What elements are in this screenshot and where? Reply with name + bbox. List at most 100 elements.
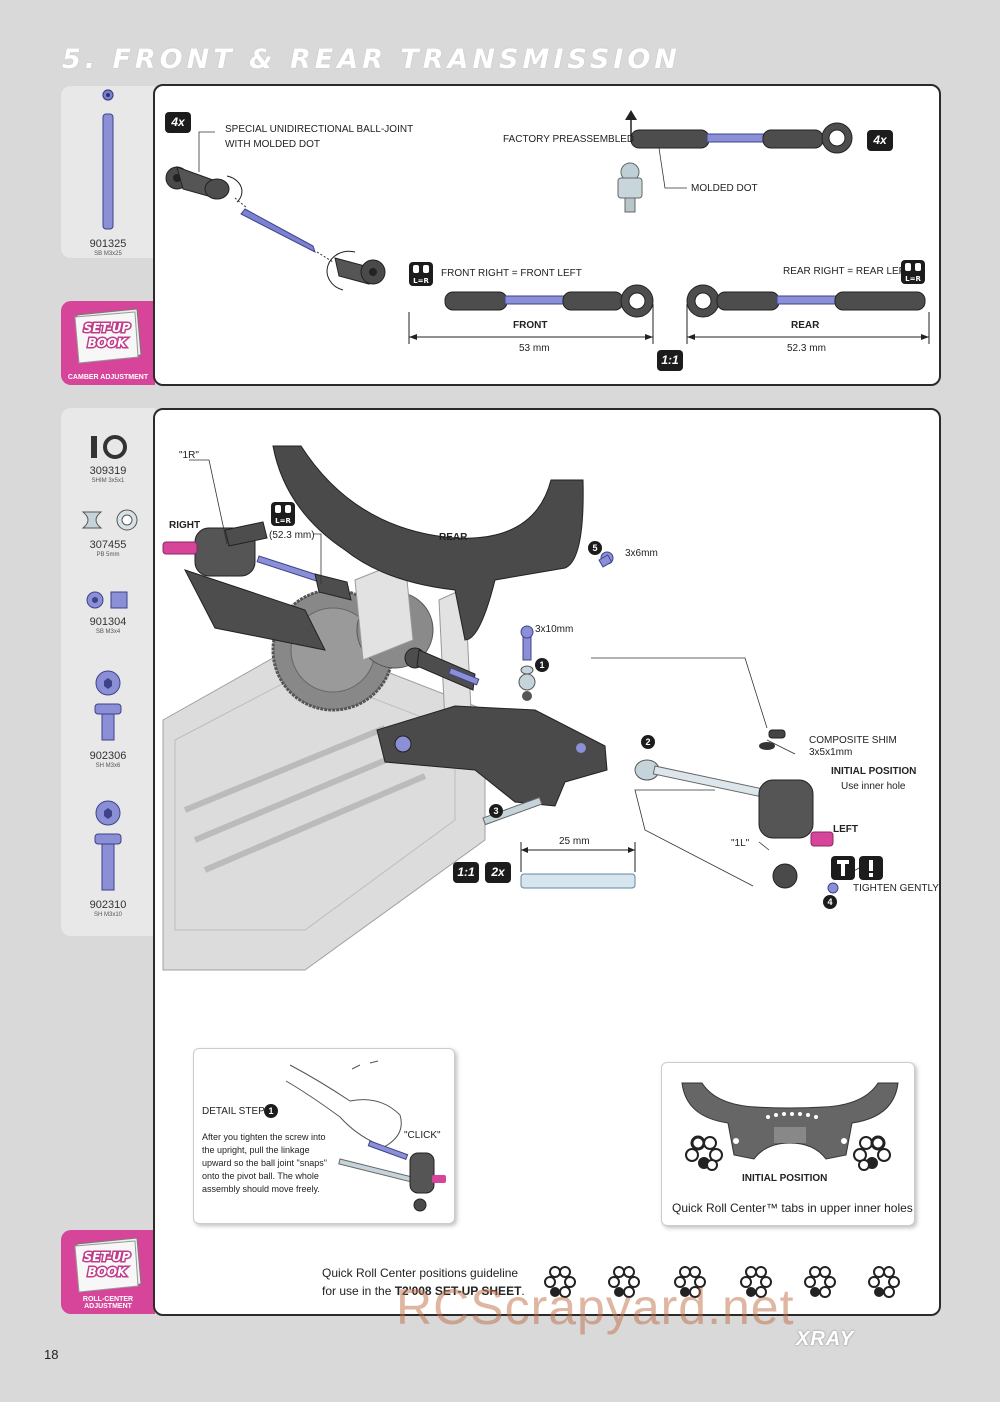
part-number: 901304 bbox=[89, 616, 127, 628]
part-number: 902310 bbox=[89, 899, 127, 911]
roll-center-initial: INITIAL POSITION bbox=[742, 1173, 828, 1184]
composite-shim-label: COMPOSITE SHIM bbox=[809, 735, 897, 746]
front-link-icon bbox=[444, 284, 654, 318]
setup-caption: CAMBER ADJUSTMENT bbox=[67, 374, 149, 381]
step-3-marker: 3 bbox=[489, 804, 503, 818]
part-number: 307455 bbox=[89, 539, 127, 551]
svg-text:L=R: L=R bbox=[275, 517, 291, 525]
step-2-marker: 2 bbox=[641, 735, 655, 749]
pivot-ball-icon bbox=[617, 162, 643, 213]
brand-logo: XRAY bbox=[796, 1328, 855, 1350]
svg-text:BOOK: BOOK bbox=[88, 336, 129, 350]
part-number: 309319 bbox=[89, 465, 127, 477]
setup-book-roll-center: SET-UP BOOK ROLL-CENTER ADJUSTMENT bbox=[61, 1230, 155, 1314]
rear-link-icon bbox=[686, 284, 926, 318]
step-4-marker: 4 bbox=[823, 895, 837, 909]
svg-text:BOOK: BOOK bbox=[88, 1265, 129, 1279]
preassembled-link-icon bbox=[630, 122, 853, 154]
set-screw-icon bbox=[86, 591, 128, 609]
detail-line-3: upward so the ball joint "snaps" bbox=[202, 1158, 327, 1168]
front-label: FRONT bbox=[513, 320, 548, 331]
use-inner-hole-label: Use inner hole bbox=[841, 781, 906, 792]
lower-arm-icon bbox=[376, 705, 608, 807]
detail-line-5: assembly should move freely. bbox=[202, 1184, 320, 1194]
lr-symbol-icon-rear: L=R bbox=[901, 260, 925, 284]
part-number: 901325 bbox=[89, 238, 127, 250]
screw-3x10-label: 3x10mm bbox=[535, 624, 574, 635]
shim-icon bbox=[91, 435, 127, 459]
part-desc: SH M3x10 bbox=[93, 912, 122, 918]
label-rear: REAR bbox=[439, 532, 468, 543]
detail-line-4: onto the pivot ball. The whole bbox=[202, 1171, 319, 1181]
link-length: (52.3 mm) bbox=[269, 530, 315, 541]
parts-sidebar-bottom: 309319 SHIM 3x5x1 307455 PB 5mm 901304 S… bbox=[61, 408, 155, 936]
setup-book-camber: SET-UP BOOK CAMBER ADJUSTMENT bbox=[61, 301, 155, 385]
warning-icon bbox=[859, 856, 883, 880]
initial-position-label: INITIAL POSITION bbox=[831, 766, 917, 777]
step-1-marker: 1 bbox=[535, 658, 549, 672]
turnbuckle-icon bbox=[240, 208, 316, 254]
svg-text:L=R: L=R bbox=[905, 275, 921, 283]
ball-joint-note-line2: WITH MOLDED DOT bbox=[225, 139, 320, 150]
lr-symbol-icon: L=R bbox=[271, 502, 295, 526]
left-camber-link-icon bbox=[404, 647, 480, 691]
ball-joint-icon bbox=[165, 166, 243, 203]
scale-badge: 1:1 bbox=[657, 350, 683, 371]
roll-center-note: Quick Roll Center™ tabs in upper inner h… bbox=[672, 1201, 913, 1215]
rear-caption: REAR RIGHT = REAR LEFT bbox=[783, 266, 911, 277]
composite-shim-size: 3x5x1mm bbox=[809, 747, 853, 758]
right-camber-link-icon bbox=[224, 521, 352, 601]
ball-joint-icon-2 bbox=[326, 250, 386, 291]
pivot-ball-icon bbox=[81, 509, 138, 531]
chassis-assembly-drawing bbox=[162, 445, 860, 971]
detail-line-1: After you tighten the screw into bbox=[202, 1132, 326, 1142]
detail-step-box: DETAIL STEP 1 "CLICK" After you tighten … bbox=[193, 1048, 455, 1224]
rear-label: REAR bbox=[791, 320, 820, 331]
step-5-marker: 5 bbox=[588, 541, 602, 555]
part-desc: SB M3x25 bbox=[94, 251, 122, 257]
svg-text:L=R: L=R bbox=[413, 277, 429, 285]
roll-center-hole-icon-left bbox=[685, 1135, 723, 1171]
setup-caption: ROLL-CENTER ADJUSTMENT bbox=[82, 1296, 134, 1310]
rear-transmission-panel: "1R" RIGHT L=R (52.3 mm) REAR 5 3x6mm 3x… bbox=[153, 408, 941, 1316]
setup-book-icon: SET-UP BOOK bbox=[74, 308, 142, 364]
scale-badge: 1:1 bbox=[453, 862, 479, 883]
factory-preassembled-label: FACTORY PREASSEMBLED bbox=[503, 134, 635, 145]
drive-shaft-icon bbox=[634, 759, 764, 798]
part-desc: SHIM 3x5x1 bbox=[91, 478, 125, 484]
guideline-sheet: T2'008 SET-UP SHEET bbox=[394, 1284, 522, 1298]
rear-length: 52.3 mm bbox=[787, 343, 826, 354]
set-screw-icon bbox=[102, 89, 114, 230]
tighten-gently-label: TIGHTEN GENTLY bbox=[853, 883, 939, 894]
click-label: "CLICK" bbox=[404, 1130, 441, 1141]
parts-sidebar-top: 901325 SB M3x25 bbox=[61, 86, 155, 258]
quantity-badge: 4x bbox=[165, 112, 191, 133]
guideline-line-2: for use in the T2'008 SET-UP SHEET. bbox=[322, 1284, 525, 1298]
label-left: LEFT bbox=[833, 824, 858, 835]
detail-step-marker: 1 bbox=[264, 1104, 278, 1118]
setup-book-icon: SET-UP BOOK bbox=[74, 1237, 142, 1293]
lr-symbol-icon: L=R bbox=[409, 262, 433, 286]
hex-wrench-icon bbox=[831, 856, 855, 880]
screw-3x10-icon bbox=[94, 800, 122, 891]
front-caption: FRONT RIGHT = FRONT LEFT bbox=[441, 268, 582, 279]
part-desc: PB 5mm bbox=[96, 552, 120, 558]
ball-joint-note: SPECIAL UNIDIRECTIONAL BALL-JOINT bbox=[225, 124, 414, 135]
quantity-badge: 2x bbox=[485, 862, 511, 883]
pin-length-label: 25 mm bbox=[559, 836, 590, 847]
exploded-link-drawing bbox=[165, 110, 930, 344]
detail-line-2: the upright, pull the linkage bbox=[202, 1145, 310, 1155]
label-right: RIGHT bbox=[169, 520, 201, 531]
camber-link-panel: 4x SPECIAL UNIDIRECTIONAL BALL-JOINT WIT… bbox=[153, 84, 941, 386]
front-length: 53 mm bbox=[519, 343, 550, 354]
label-1r: "1R" bbox=[179, 450, 199, 461]
guideline-line-1: Quick Roll Center positions guideline bbox=[322, 1266, 519, 1280]
guideline-post: . bbox=[521, 1284, 525, 1298]
guideline-pre: for use in the bbox=[322, 1284, 395, 1298]
page-title: 5. FRONT & REAR TRANSMISSION bbox=[62, 44, 681, 75]
screw-3x6-icon bbox=[94, 670, 122, 741]
shock-tower-icon bbox=[681, 1082, 899, 1160]
svg-text:SET-UP: SET-UP bbox=[84, 321, 131, 335]
roll-center-box: INITIAL POSITION Quick Roll Center™ tabs… bbox=[661, 1062, 915, 1226]
screw-3x6-label: 3x6mm bbox=[625, 548, 658, 559]
